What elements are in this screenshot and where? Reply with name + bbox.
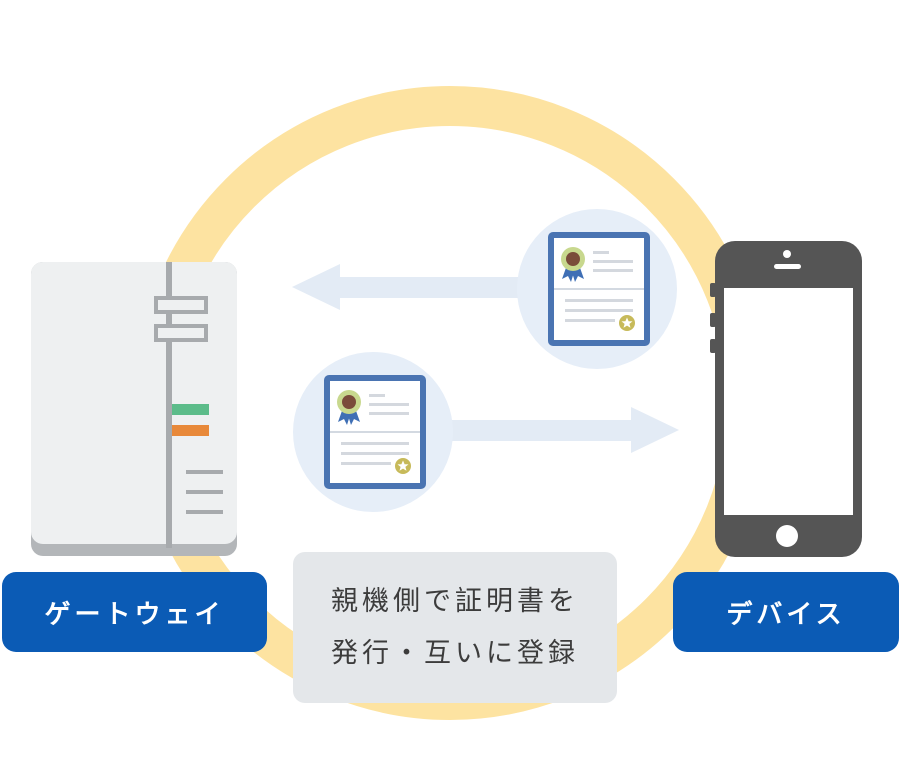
caption-line-1: 親機側で証明書を [331,585,579,617]
gateway-certificate [293,352,453,512]
gateway-label: ゲートウェイ [2,572,267,652]
arrow-to-device [410,407,679,453]
status-led-green [172,404,209,415]
arrow-to-gateway [292,264,556,310]
smartphone-icon [710,241,862,557]
device-certificate [517,209,677,369]
gateway-icon [31,262,237,556]
caption-box: 親機側で証明書を 発行・互いに登録 [293,552,617,703]
status-led-orange [172,425,209,436]
caption-line-2: 発行・互いに登録 [331,637,579,669]
device-label: デバイス [673,572,899,652]
